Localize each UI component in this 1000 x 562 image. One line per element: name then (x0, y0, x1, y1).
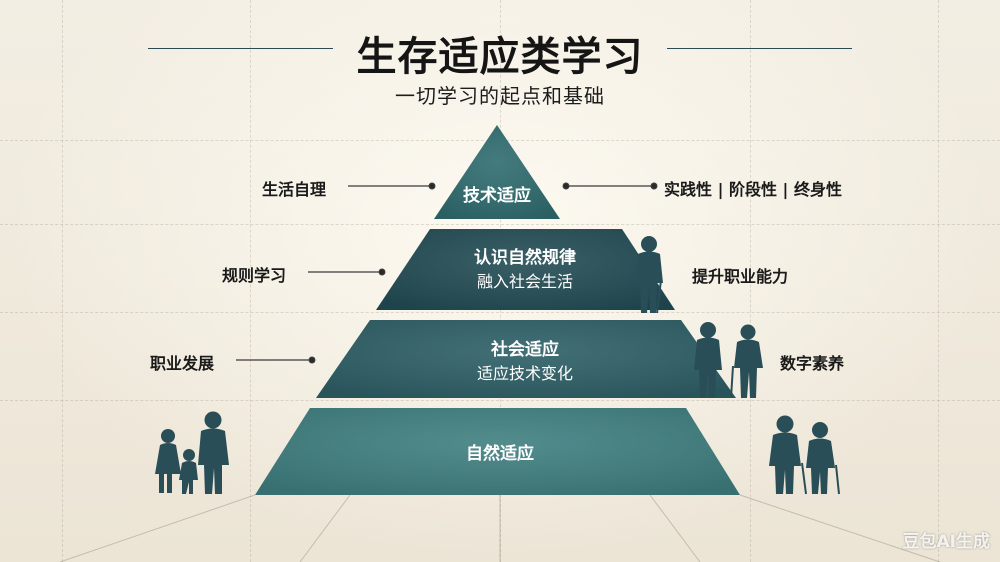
connector-dot (562, 182, 570, 190)
grid-line (0, 224, 1000, 225)
tier-subtitle: 适应技术变化 (476, 364, 573, 383)
tier-title: 技术适应 (463, 186, 531, 206)
tier-label-base: 自然适应 (380, 442, 620, 466)
tier-label-2: 认识自然规律 融入社会生活 (400, 246, 650, 294)
left-label-1: 生活自理 (262, 180, 327, 199)
title-rule-right (667, 48, 852, 49)
connector-dot (650, 182, 658, 190)
connector-dot (308, 356, 316, 364)
right-label-1: 实践性 | 阶段性 | 终身性 (664, 180, 842, 199)
elderly-couple-with-canes-icon (769, 415, 840, 495)
perspective-lines (59, 494, 941, 562)
tier-label-top: 技术适应 (434, 184, 560, 208)
watermark: 豆包AI生成 (902, 532, 990, 552)
tier-label-3: 社会适应 适应技术变化 (380, 338, 670, 386)
grid-line (938, 0, 939, 562)
grid-line (250, 0, 251, 562)
page-subtitle: 一切学习的起点和基础 (395, 84, 605, 108)
left-label-3: 职业发展 (150, 354, 215, 373)
grid-line (0, 400, 1000, 401)
tier-title: 认识自然规律 (474, 248, 576, 268)
elderly-couple-icon (694, 322, 763, 399)
connector-dot (428, 182, 436, 190)
tier-title: 自然适应 (466, 444, 534, 464)
grid-line (0, 312, 1000, 313)
page-title: 生存适应类学习 (356, 34, 644, 80)
right-label-3: 数字素养 (780, 354, 845, 373)
tier-title: 社会适应 (491, 340, 559, 360)
title-rule-left (148, 48, 333, 49)
right-label-2: 提升职业能力 (692, 267, 789, 286)
tier-subtitle: 融入社会生活 (476, 272, 573, 291)
silhouettes (155, 236, 840, 495)
grid-line (62, 0, 63, 562)
family-with-children-icon (155, 411, 229, 494)
elderly-man-with-cane-icon (635, 236, 663, 314)
connector-dot (378, 268, 386, 276)
grid-line (750, 0, 751, 562)
left-label-2: 规则学习 (222, 266, 287, 285)
